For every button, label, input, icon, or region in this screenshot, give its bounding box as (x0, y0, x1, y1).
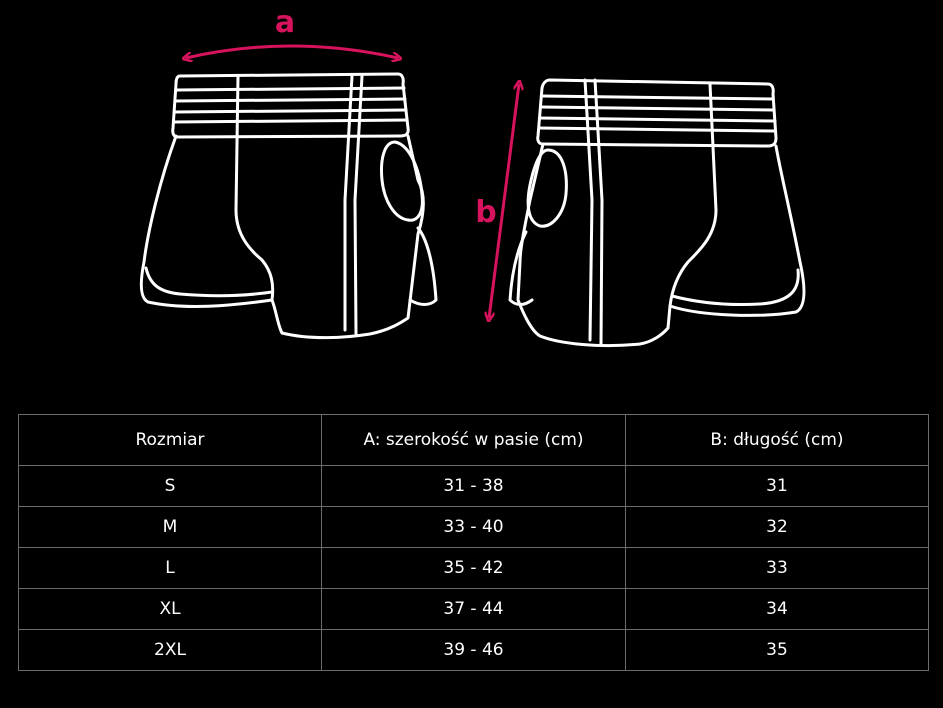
size-chart-table: Rozmiar A: szerokość w pasie (cm) B: dłu… (18, 414, 929, 671)
cell-length: 31 (625, 465, 929, 507)
cell-length: 35 (625, 629, 929, 671)
measurement-b-label: b (475, 195, 496, 230)
measurement-a-arrow (186, 44, 398, 58)
cell-waist: 31 - 38 (321, 465, 626, 507)
cell-length: 32 (625, 506, 929, 548)
table-row: M 33 - 40 32 (18, 506, 929, 548)
measurement-a-label: a (275, 5, 295, 40)
cell-waist: 35 - 42 (321, 547, 626, 589)
shorts-size-diagram: a b (139, 5, 806, 348)
cell-waist: 39 - 46 (321, 629, 626, 671)
measurement-b: b (475, 84, 519, 318)
cell-size: S (18, 465, 322, 507)
header-waist-width: A: szerokość w pasie (cm) (321, 414, 626, 466)
front-view-shorts (139, 72, 438, 340)
table-row: S 31 - 38 31 (18, 465, 929, 507)
cell-length: 33 (625, 547, 929, 589)
cell-waist: 37 - 44 (321, 588, 626, 630)
cell-size: L (18, 547, 322, 589)
cell-size: XL (18, 588, 322, 630)
back-view-shorts (508, 78, 806, 348)
table-header-row: Rozmiar A: szerokość w pasie (cm) B: dłu… (18, 414, 929, 466)
cell-length: 34 (625, 588, 929, 630)
cell-waist: 33 - 40 (321, 506, 626, 548)
table-row: L 35 - 42 33 (18, 547, 929, 589)
table-row: XL 37 - 44 34 (18, 588, 929, 630)
header-size: Rozmiar (18, 414, 322, 466)
table-row: 2XL 39 - 46 35 (18, 629, 929, 671)
measurement-a: a (186, 5, 398, 58)
cell-size: 2XL (18, 629, 322, 671)
measurement-b-arrow (489, 84, 519, 318)
header-length: B: długość (cm) (625, 414, 929, 466)
cell-size: M (18, 506, 322, 548)
